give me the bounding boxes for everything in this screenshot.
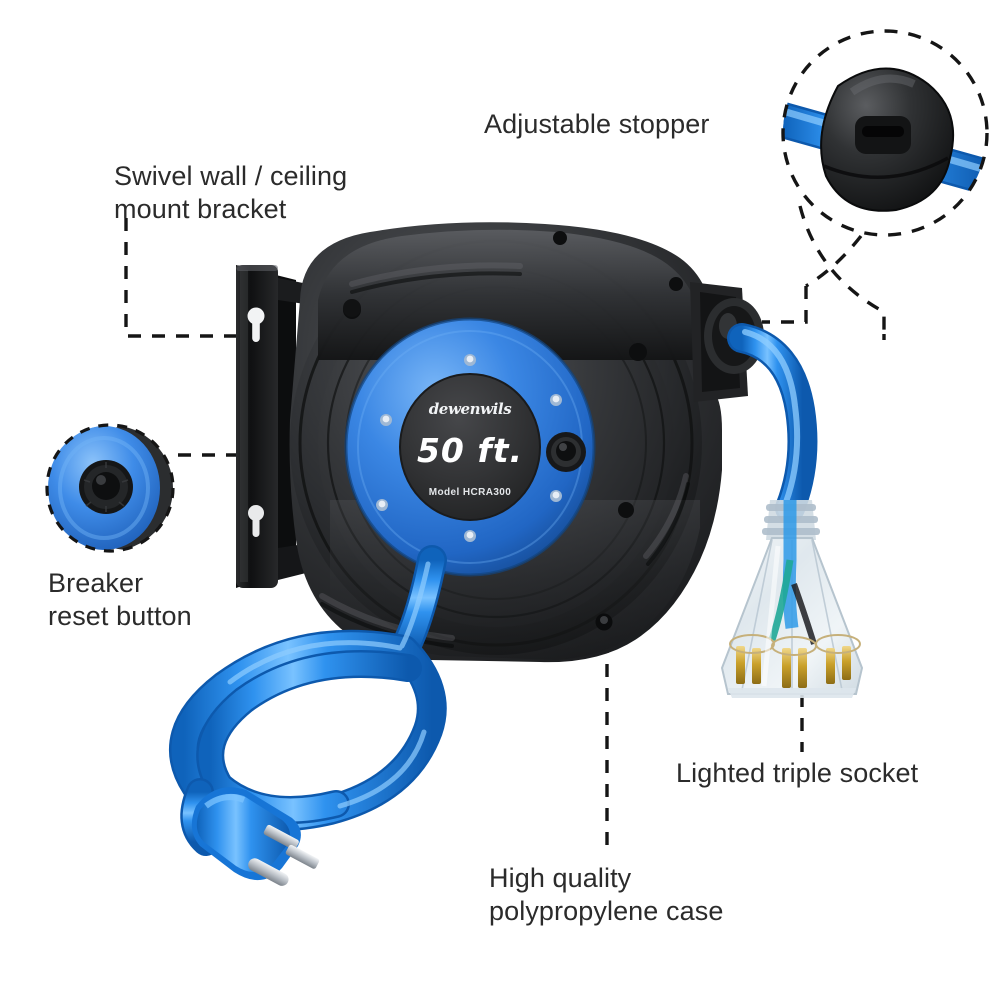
breaker-inset [45, 423, 175, 553]
drum-screws [376, 354, 562, 542]
leader-bracket [124, 218, 253, 338]
cord-reel-housing: dewenwils 50 ft. Model HCRA300 [289, 222, 764, 663]
brand-wordmark: dewenwils [429, 400, 513, 418]
callout-label-stopper: Adjustable stopper [484, 109, 710, 139]
case-screw-bosses [343, 231, 683, 631]
leader-stopper-group [762, 234, 863, 324]
model-text: Model HCRA300 [429, 487, 511, 498]
wall-mount-bracket [236, 265, 334, 588]
stopper-inset [781, 29, 989, 237]
leader-stopper [798, 205, 886, 340]
callout-label-breaker: Breaker reset button [48, 568, 192, 631]
callout-label-case: High quality polypropylene case [489, 863, 724, 926]
breaker-reset-button[interactable] [546, 432, 586, 472]
bracket-keyhole-bottom [248, 505, 264, 537]
callout-label-bracket: Swivel wall / ceiling mount bracket [114, 161, 348, 224]
callout-label-socket: Lighted triple socket [676, 758, 919, 788]
socket-brass-contacts [729, 634, 861, 688]
plug-blades [248, 824, 320, 886]
power-plug [191, 787, 320, 886]
reel-drum: dewenwils 50 ft. Model HCRA300 [344, 317, 596, 577]
bracket-keyhole-top [247, 307, 265, 342]
cable-to-socket [727, 323, 818, 523]
stopper-inset-outline [781, 29, 989, 237]
length-text: 50 ft. [417, 431, 523, 470]
hub-label: dewenwils 50 ft. Model HCRA300 [399, 373, 541, 521]
lighted-triple-socket [720, 500, 864, 698]
breaker-inset-outline [45, 423, 175, 553]
